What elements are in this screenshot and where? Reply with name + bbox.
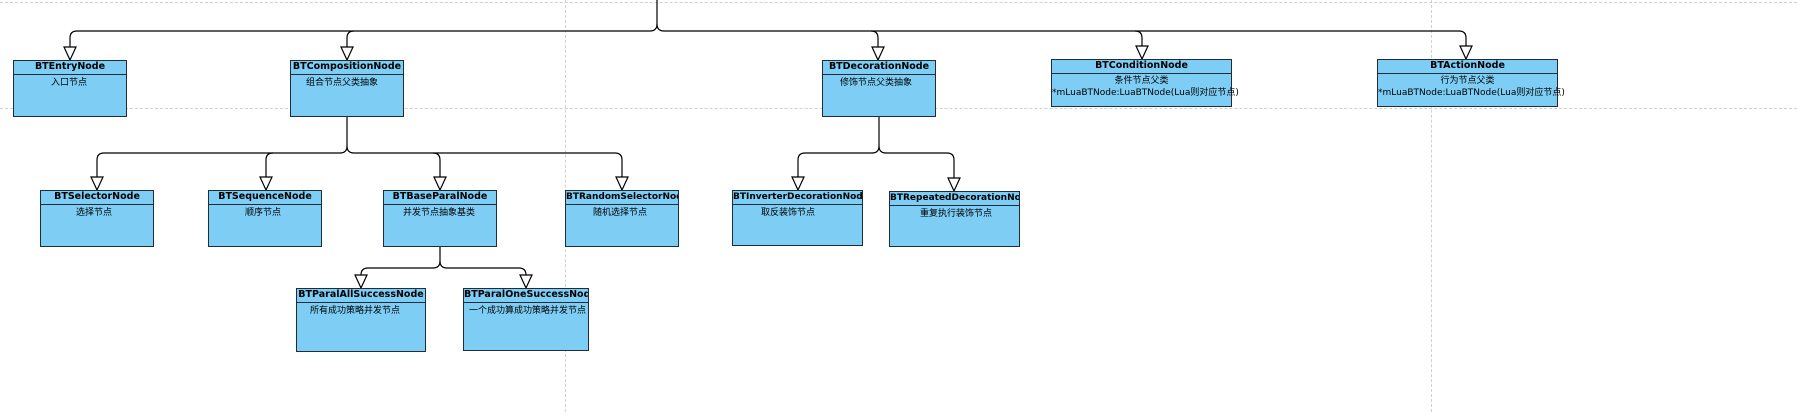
arrowhead-randomsel — [615, 176, 629, 192]
node-title: BTConditionNode — [1052, 60, 1231, 74]
edge-baseparal-onesuccess — [439, 260, 527, 283]
arrowhead-entry — [63, 46, 77, 62]
node-btrepeateddecorationnode[interactable]: BTRepeatedDecorationNode 重复执行装饰节点 — [889, 191, 1020, 247]
edge-baseparal-allsuccess — [360, 247, 441, 283]
arrowhead-action — [1459, 45, 1473, 61]
grid-line — [1431, 0, 1432, 412]
node-title: BTParalAllSuccessNode — [297, 289, 425, 303]
grid-line — [0, 2, 1797, 3]
node-btparalonesuccessnode[interactable]: BTParalOneSuccessNode 一个成功算成功策略并发节点 — [463, 288, 589, 351]
node-btselectornode[interactable]: BTSelectorNode 选择节点 — [40, 190, 154, 247]
node-btinverterdecorationnode[interactable]: BTInverterDecorationNode 取反装饰节点 — [732, 190, 863, 246]
node-btsequencenode[interactable]: BTSequenceNode 顺序节点 — [208, 190, 322, 247]
node-description: 顺序节点 — [245, 208, 282, 218]
arrowhead-baseparal — [433, 176, 447, 192]
arrowhead-allsuccess — [354, 274, 368, 290]
node-btdecorationnode[interactable]: BTDecorationNode 修饰节点父类抽象 — [822, 60, 936, 117]
node-btentrynode[interactable]: BTEntryNode 入口节点 — [13, 60, 127, 117]
node-title: BTDecorationNode — [823, 61, 935, 75]
arrowhead-inverter — [791, 176, 805, 192]
arrowhead-onesuccess — [519, 274, 533, 290]
edge-decoration-repeated — [878, 145, 955, 185]
arrowhead-selector — [90, 176, 104, 192]
node-btcompositionnode[interactable]: BTCompositionNode 组合节点父类抽象 — [290, 60, 404, 117]
node-description: 并发节点抽象基类 — [403, 208, 476, 218]
arrowhead-composition — [340, 46, 354, 62]
node-title: BTParalOneSuccessNode — [464, 289, 588, 303]
node-title: BTActionNode — [1378, 60, 1557, 74]
arrowhead-decoration — [871, 46, 885, 62]
node-btconditionnode[interactable]: BTConditionNode 条件节点父类 *mLuaBTNode:LuaBT… — [1051, 59, 1239, 107]
node-title: BTBaseParalNode — [384, 191, 496, 205]
node-title: BTRandomSelectorNode — [566, 191, 678, 205]
node-title: BTSequenceNode — [209, 191, 321, 205]
arrowhead-condition — [1135, 45, 1149, 61]
node-description: 取反装饰节点 — [761, 208, 816, 218]
edge-composition-baseparal — [432, 152, 441, 185]
node-title: BTSelectorNode — [41, 191, 153, 205]
edge-root-composition — [346, 30, 355, 55]
node-btbaseparalnode[interactable]: BTBaseParalNode 并发节点抽象基类 — [383, 190, 497, 247]
node-description: 重复执行装饰节点 — [920, 209, 993, 219]
edge-root-entry — [69, 0, 658, 55]
arrowhead-repeated — [947, 177, 961, 193]
edge-composition-sequence — [265, 152, 274, 185]
edge-decoration-inverter — [797, 117, 880, 185]
node-description: 组合节点父类抽象 — [306, 78, 379, 88]
node-description: 选择节点 — [76, 208, 113, 218]
node-description: 随机选择节点 — [593, 208, 648, 218]
edge-composition-randomsel — [346, 145, 623, 185]
node-description: 一个成功算成功策略并发节点 — [469, 306, 587, 316]
node-description: 条件节点父类 *mLuaBTNode:LuaBTNode(Lua则对应节点) — [1052, 76, 1239, 98]
edge-composition-selector — [96, 117, 348, 185]
edge-root-right — [656, 23, 1467, 55]
node-description: 行为节点父类 *mLuaBTNode:LuaBTNode(Lua则对应节点) — [1378, 76, 1565, 98]
node-btparalallsuccessnode[interactable]: BTParalAllSuccessNode 所有成功策略并发节点 — [296, 288, 426, 352]
node-btactionnode[interactable]: BTActionNode 行为节点父类 *mLuaBTNode:LuaBTNod… — [1377, 59, 1565, 107]
node-description: 入口节点 — [51, 78, 88, 88]
node-title: BTInverterDecorationNode — [733, 191, 862, 205]
arrowhead-sequence — [259, 176, 273, 192]
node-description: 所有成功策略并发节点 — [310, 306, 401, 316]
node-btrandomselectornode[interactable]: BTRandomSelectorNode 随机选择节点 — [565, 190, 679, 247]
edge-root-condition — [1134, 30, 1143, 55]
node-title: BTEntryNode — [14, 61, 126, 75]
node-title: BTCompositionNode — [291, 61, 403, 75]
edge-root-decoration — [870, 30, 879, 55]
node-description: 修饰节点父类抽象 — [840, 78, 913, 88]
node-title: BTRepeatedDecorationNode — [890, 192, 1019, 206]
